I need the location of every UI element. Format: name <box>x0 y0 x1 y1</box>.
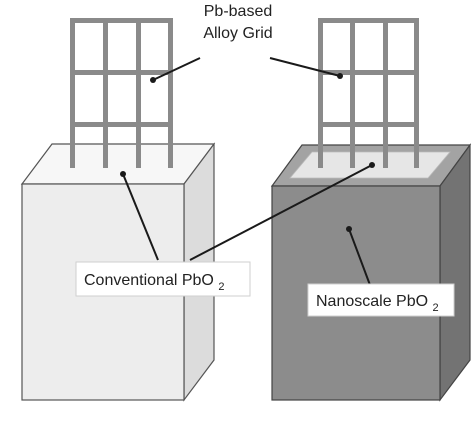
leader-grid-right <box>269 57 341 77</box>
conventional-label-main: Conventional PbO <box>84 272 214 289</box>
conventional-label-sub: 2 <box>218 281 224 293</box>
dot-nanoscale <box>346 226 352 232</box>
conventional-grid <box>70 18 173 168</box>
conventional-label-text: Conventional PbO 2 <box>84 272 224 293</box>
leader-grid-left <box>152 57 201 81</box>
leader-dots <box>120 73 375 232</box>
leader-conventional-right <box>189 164 373 261</box>
conventional-electrode <box>20 18 216 402</box>
nanoscale-label-sub: 2 <box>433 302 439 314</box>
dot-conventional-left <box>120 171 126 177</box>
grid-label-line1: Pb-based <box>204 3 273 20</box>
grid-label: Pb-based Alloy Grid <box>188 0 288 46</box>
grid-label-line2: Alloy Grid <box>203 25 272 42</box>
dot-grid-right <box>337 73 343 79</box>
nanoscale-electrode <box>270 18 472 402</box>
nanoscale-label-text: Nanoscale PbO 2 <box>316 293 439 314</box>
leader-conventional-left <box>122 173 159 261</box>
leader-lines <box>122 57 373 286</box>
nanoscale-block-side <box>439 143 471 402</box>
nanoscale-label: Nanoscale PbO 2 <box>307 283 455 317</box>
conventional-label-box <box>75 261 251 297</box>
leader-nanoscale <box>348 228 371 286</box>
conventional-label: Conventional PbO 2 <box>75 261 251 297</box>
nanoscale-grid <box>318 18 419 168</box>
dot-conventional-right <box>369 162 375 168</box>
dot-grid-left <box>150 77 156 83</box>
conventional-block-top <box>20 143 216 185</box>
nanoscale-label-main: Nanoscale PbO <box>316 293 428 310</box>
nanoscale-label-box <box>307 283 455 317</box>
